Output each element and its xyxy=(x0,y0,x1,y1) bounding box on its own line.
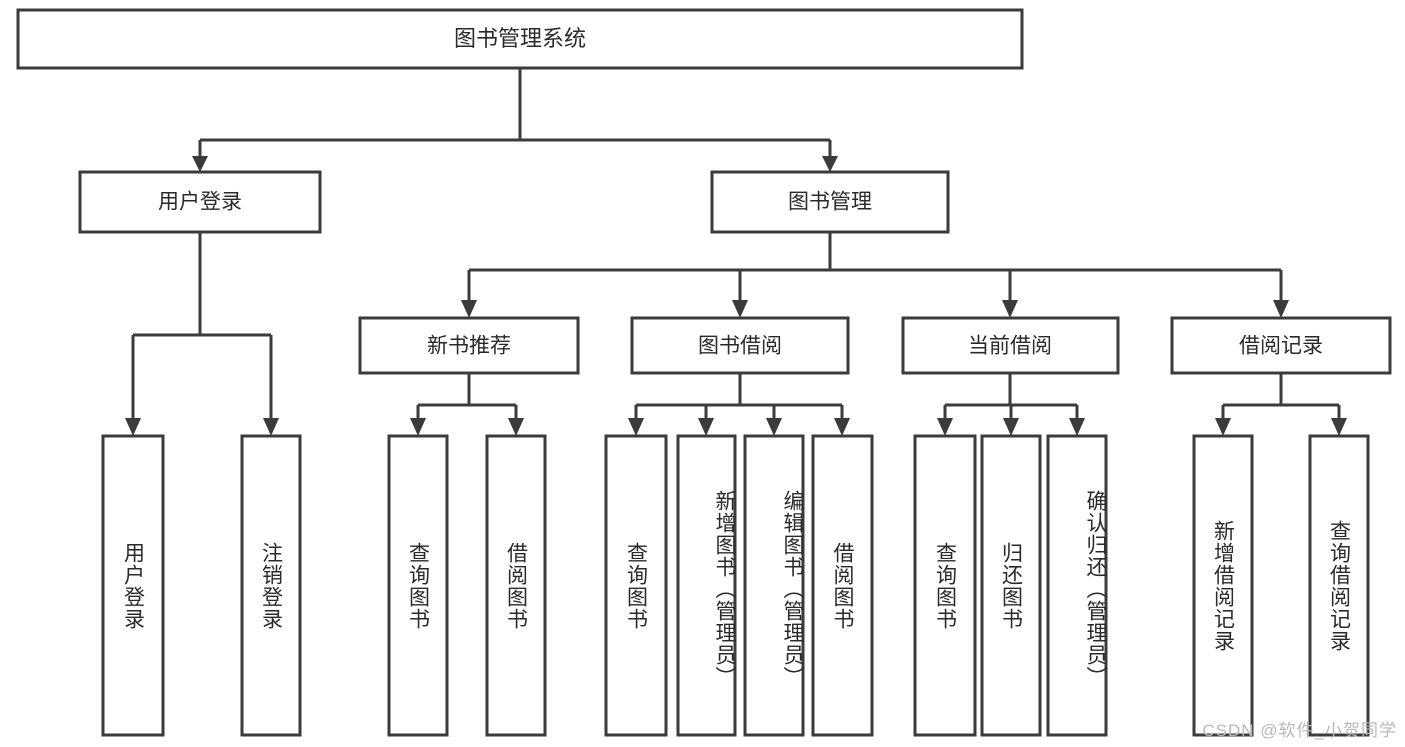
node-borrow-record-label: 借阅记录 xyxy=(1239,335,1323,358)
node-user-login-label: 用户登录 xyxy=(158,191,242,214)
connector-newbookrec-to-leaves xyxy=(410,373,524,436)
leaf-box-logout[interactable] xyxy=(240,434,302,737)
leaf-box-return-book[interactable] xyxy=(980,434,1042,737)
leaf-box-query-record[interactable] xyxy=(1308,434,1370,737)
node-book-manage-label: 图书管理 xyxy=(788,191,872,214)
node-root-system-label: 图书管理系统 xyxy=(454,26,586,51)
leaf-box-borrow-book-rec[interactable] xyxy=(485,434,547,737)
connector-bookmanage-to-level3 xyxy=(461,232,1289,318)
node-new-book-rec-label: 新书推荐 xyxy=(427,335,511,358)
node-current-borrow[interactable]: 当前借阅 xyxy=(901,316,1120,375)
node-user-login[interactable]: 用户登录 xyxy=(78,170,322,234)
leaf-box-confirm-return[interactable] xyxy=(1046,434,1108,737)
leaf-box-user-login[interactable] xyxy=(101,434,165,737)
leaf-box-borrow-book-bb[interactable] xyxy=(811,434,874,737)
leaf-box-add-record[interactable] xyxy=(1192,434,1254,737)
watermark-text: CSDN @软件_小贺同学 xyxy=(1202,721,1397,740)
node-current-borrow-label: 当前借阅 xyxy=(968,335,1052,358)
leaf-box-query-book-cb[interactable] xyxy=(913,434,977,737)
node-book-borrow[interactable]: 图书借阅 xyxy=(630,316,850,375)
node-book-borrow-label: 图书借阅 xyxy=(698,335,782,358)
leaf-box-query-book-rec[interactable] xyxy=(387,434,449,737)
connector-borrowrecord-to-leaves xyxy=(1215,373,1347,436)
node-borrow-record[interactable]: 借阅记录 xyxy=(1170,316,1392,375)
connector-root-to-level2 xyxy=(192,68,838,172)
leaf-box-query-book-bb[interactable] xyxy=(604,434,668,737)
connector-userlogin-to-leaves xyxy=(125,232,279,436)
connector-bookborrow-to-leaves xyxy=(628,373,850,436)
leaf-boxes xyxy=(101,434,1370,737)
leaf-box-edit-book[interactable] xyxy=(743,434,805,737)
connector-currentborrow-to-leaves xyxy=(937,373,1085,436)
node-book-manage[interactable]: 图书管理 xyxy=(710,170,950,234)
node-root-system[interactable]: 图书管理系统 xyxy=(16,8,1024,70)
node-new-book-rec[interactable]: 新书推荐 xyxy=(358,316,580,375)
leaf-box-add-book[interactable] xyxy=(676,434,737,737)
